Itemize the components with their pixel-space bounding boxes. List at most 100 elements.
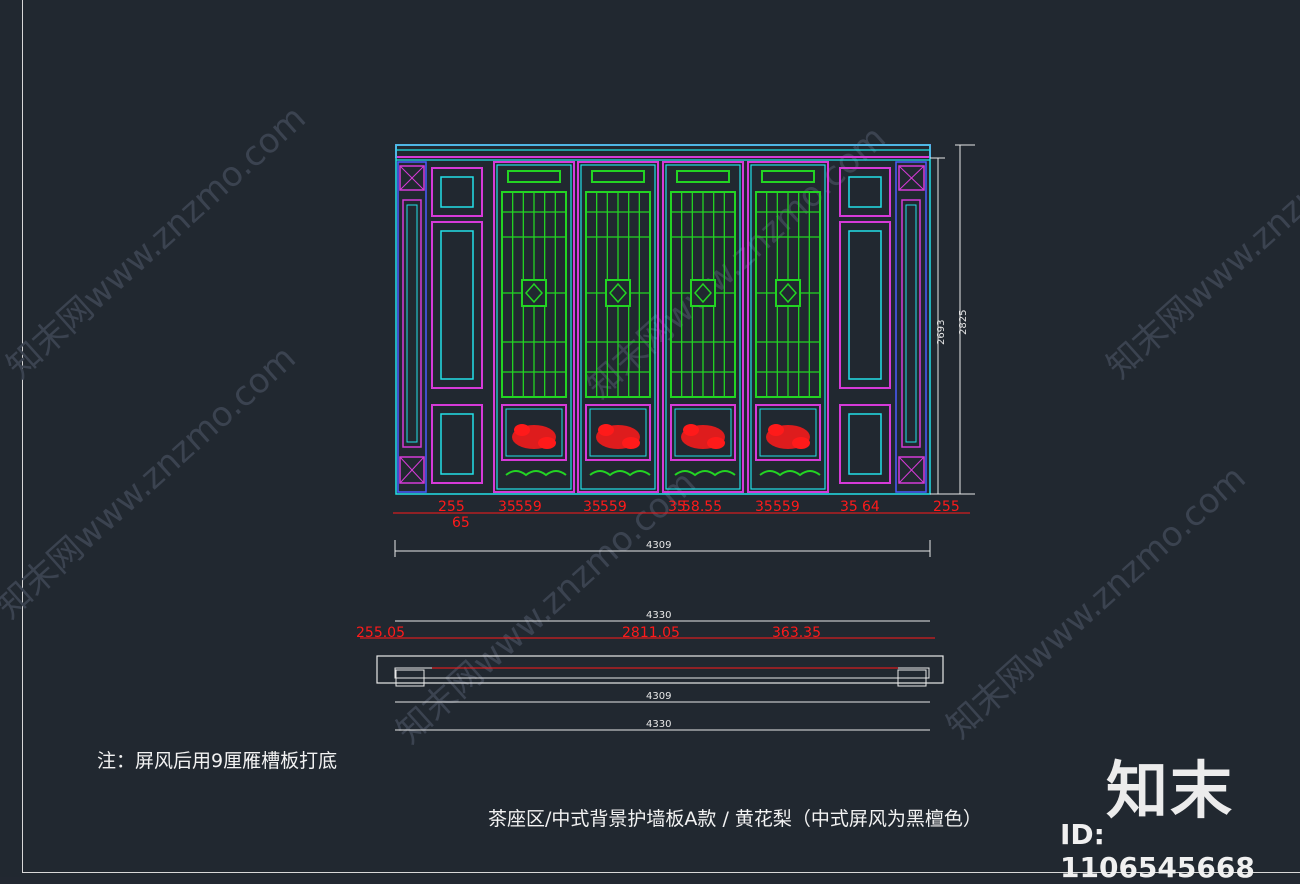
base-scroll	[505, 470, 567, 477]
door-inner-frame	[665, 164, 741, 490]
carving-motif	[768, 424, 784, 436]
right-panel-bottom	[839, 404, 891, 484]
left-pilaster-slot-inner	[406, 204, 418, 443]
left-panel-mid	[431, 221, 483, 389]
right-panel-mid	[839, 221, 891, 389]
left-pilaster-box	[399, 165, 425, 191]
red-dim-label: 255	[933, 499, 960, 515]
plan-end-left	[395, 669, 425, 687]
right-panel-mid-inner	[848, 230, 882, 380]
screen-doors	[493, 161, 829, 493]
red-dim-label: 559	[515, 499, 542, 515]
door-frame	[577, 161, 659, 493]
red-dim-label: 35	[583, 499, 601, 515]
dim-height-outer: 2825	[958, 310, 969, 335]
drawing-caption: 茶座区/中式背景护墙板A款 / 黄花梨（中式屏风为黑檀色）	[488, 808, 982, 830]
frame-border-bottom	[22, 872, 1300, 873]
door-frame	[662, 161, 744, 493]
lattice-diamond	[778, 282, 798, 304]
door-frame	[493, 161, 575, 493]
dim-plan-center: 2811.05	[622, 625, 680, 641]
lattice-diamond	[608, 282, 628, 304]
red-dim-label: 35	[668, 499, 686, 515]
red-dim-label: 255	[438, 499, 465, 515]
carved-panel	[755, 404, 821, 461]
right-pilaster-slot-inner	[905, 204, 917, 443]
left-panel-bottom-inner	[440, 413, 474, 475]
red-dim-label: 35	[755, 499, 773, 515]
left-pilaster-box	[399, 456, 425, 484]
watermark-text: 知末网www.znzmo.com	[0, 338, 304, 627]
dim-65: 65	[452, 515, 470, 531]
red-dim-label: 559	[600, 499, 627, 515]
plan-outline	[376, 655, 944, 684]
plan-end-right	[897, 669, 927, 687]
lattice-diamond	[524, 282, 544, 304]
note-text: 注：屏风后用9厘雁槽板打底	[97, 750, 338, 772]
carved-panel-inner	[589, 408, 647, 457]
door-top-slot	[507, 170, 561, 183]
door-top-slot	[591, 170, 645, 183]
cross	[399, 456, 425, 484]
carved-panel	[585, 404, 651, 461]
carving-motif	[598, 424, 614, 436]
dim-plan-bottom: 4330	[646, 719, 671, 730]
carving-motif	[538, 437, 556, 449]
left-pilaster	[397, 161, 427, 493]
dim-plan-right: 363.35	[772, 625, 821, 641]
brand-logo: 知末	[1106, 754, 1235, 827]
frame-border-left	[22, 0, 23, 872]
dim-height-inner: 2693	[936, 320, 947, 345]
door-inner-frame	[580, 164, 656, 490]
carving-motif	[622, 437, 640, 449]
id-label: ID: 1106545668	[1060, 818, 1255, 884]
carved-panel	[501, 404, 567, 461]
watermark-text: 知末网www.znzmo.com	[939, 458, 1253, 747]
dim-plan-top: 4330	[646, 610, 671, 621]
red-dim-label: 35	[840, 499, 858, 515]
right-panel-top-inner	[848, 176, 882, 208]
carved-panel	[670, 404, 736, 461]
carving-motif	[707, 437, 725, 449]
left-pilaster-slot	[402, 199, 422, 448]
left-panel-top-inner	[440, 176, 474, 208]
outer-frame	[395, 144, 931, 495]
right-panel-top	[839, 167, 891, 217]
carved-panel-inner	[759, 408, 817, 457]
door-frame	[747, 161, 829, 493]
red-dim-label: 64	[862, 499, 880, 515]
carving-motif	[683, 424, 699, 436]
door-top-slot	[676, 170, 730, 183]
door-inner-frame	[750, 164, 826, 490]
left-panel-mid-inner	[440, 230, 474, 380]
cross	[898, 456, 925, 484]
red-dim-label: 58.55	[682, 499, 722, 515]
door-top-slot	[761, 170, 815, 183]
left-panel-top	[431, 167, 483, 217]
carved-panel-inner	[505, 408, 563, 457]
watermark-text: 知末网www.znzmo.com	[389, 463, 703, 752]
right-pilaster-slot	[901, 199, 921, 448]
base-scroll	[674, 470, 736, 477]
door-inner-frame	[496, 164, 572, 490]
right-panel-bottom-inner	[848, 413, 882, 475]
dim-elev-width: 4309	[646, 540, 671, 551]
watermark-text: 知末网www.znzmo.com	[1099, 98, 1300, 387]
right-pilaster-box	[898, 165, 925, 191]
red-dim-label: 35	[498, 499, 516, 515]
red-dim-label: 559	[773, 499, 800, 515]
carving-motif	[792, 437, 810, 449]
lattice-diamond	[693, 282, 713, 304]
cross	[399, 165, 425, 191]
dim-plan-mid: 4309	[646, 691, 671, 702]
dim-plan-left: 255.05	[356, 625, 405, 641]
base-scroll	[759, 470, 821, 477]
cross	[898, 165, 925, 191]
plan-view: 4330 255.05 2811.05 363.35 4309 4330	[356, 610, 944, 731]
right-pilaster-box	[898, 456, 925, 484]
right-pilaster	[895, 161, 927, 493]
